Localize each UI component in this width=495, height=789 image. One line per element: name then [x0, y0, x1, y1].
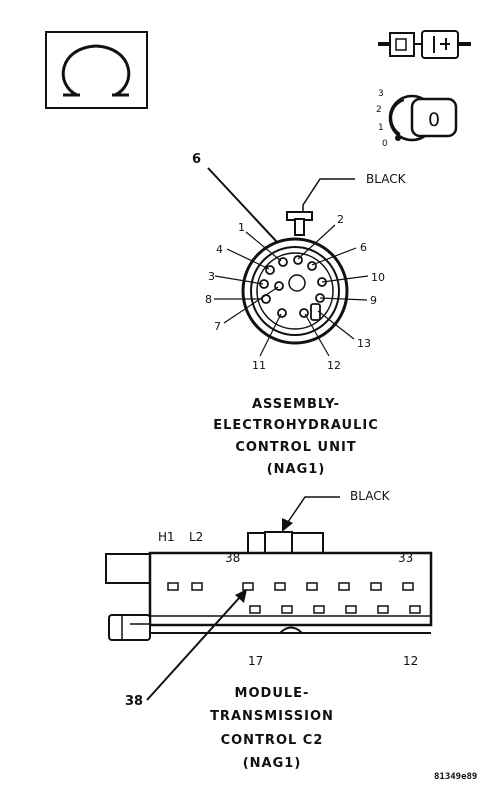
- ehcu-pin-6: 6: [360, 241, 367, 254]
- c2-color-label: BLACK: [350, 489, 391, 503]
- c2-title-line-1: MODULE-: [235, 686, 310, 701]
- ehcu-title-line-3: CONTROL UNIT: [235, 440, 356, 455]
- ignition-key-label: 0: [428, 109, 440, 131]
- ignition-switch-icon: 3 2 1 0 0: [376, 89, 458, 149]
- c2-label-38: 38: [225, 551, 240, 565]
- ehcu-pin-2: 2: [337, 213, 344, 226]
- ehcu-pin-11: 11: [252, 359, 266, 372]
- connector-icon: [378, 30, 471, 59]
- ignition-position-0: 0: [382, 139, 388, 149]
- ehcu-pin-3: 3: [208, 270, 215, 283]
- c2-label-33: 33: [398, 551, 413, 565]
- ignition-position-3: 3: [378, 89, 384, 99]
- ehcu-title-line-4: (NAG1): [267, 462, 326, 477]
- c2-label-l2: L2: [189, 530, 203, 544]
- ehcu-pin-13: 13: [357, 337, 371, 350]
- ignition-position-1: 1: [378, 123, 384, 133]
- ehcu-title-line-2: ELECTROHYDRAULIC: [213, 418, 379, 433]
- c2-label-h1: H1: [158, 530, 175, 544]
- callout-pin-6: 6: [192, 152, 201, 167]
- ehcu-pin-9: 9: [370, 294, 377, 307]
- c2-label-17: 17: [248, 654, 263, 668]
- ehcu-pin-8: 8: [205, 293, 212, 306]
- ehcu-pin-7: 7: [214, 320, 221, 333]
- c2-title-line-4: (NAG1): [243, 756, 302, 771]
- c2-title-line-3: CONTROL C2: [221, 733, 324, 748]
- ohm-meter-icon: [45, 31, 148, 109]
- ehcu-pin-12: 12: [327, 359, 341, 372]
- c2-label-12: 12: [403, 654, 418, 668]
- callout-pin-38: 38: [125, 694, 143, 709]
- ehcu-pin-4: 4: [216, 243, 223, 256]
- connector-color-label: BLACK: [366, 172, 407, 186]
- tcm-c2-connector: BLACK: [105, 489, 433, 771]
- c2-title-line-2: TRANSMISSION: [210, 709, 334, 724]
- ehcu-connector: 6 BLACK: [192, 152, 407, 477]
- ehcu-title-line-1: ASSEMBLY-: [252, 397, 340, 412]
- figure-code: 81349e89: [434, 772, 477, 782]
- ehcu-pin-1: 1: [238, 221, 245, 234]
- ignition-position-2: 2: [376, 105, 382, 115]
- ehcu-pin-10: 10: [371, 271, 385, 284]
